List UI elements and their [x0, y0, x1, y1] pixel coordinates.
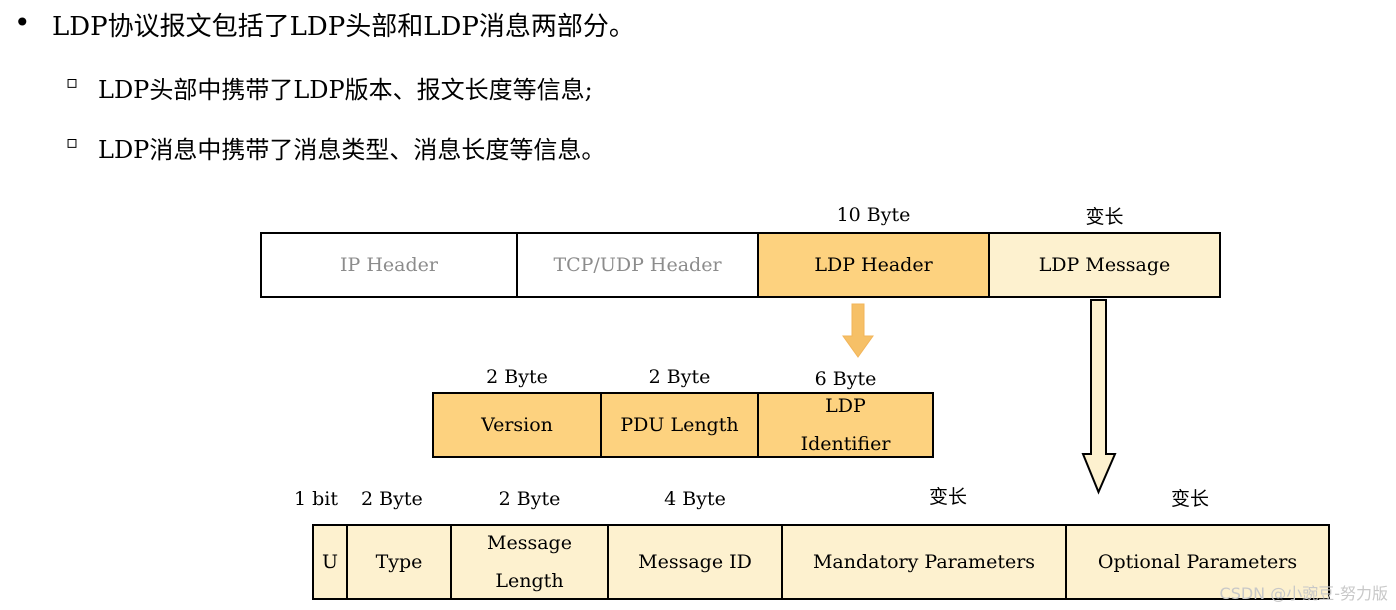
ldp-message-size-label: 变长 — [1085, 206, 1124, 228]
bullet-sub1-text: LDP头部中携带了LDP版本、报文长度等信息; — [98, 76, 593, 104]
csdn-watermark: CSDN @小豌豆-努力版 — [1219, 584, 1388, 603]
divider — [346, 526, 348, 598]
header-frame — [432, 392, 934, 458]
divider — [600, 394, 602, 456]
down-arrow-icon — [1081, 299, 1117, 495]
tcp-udp-header-field: TCP/UDP Header — [518, 234, 757, 296]
sub-bullet-marker: ▫ — [66, 72, 79, 93]
divider — [757, 234, 759, 296]
mandatory-parameters-field: Mandatory Parameters — [783, 526, 1065, 598]
divider — [1065, 526, 1067, 598]
message-id-field: Message ID — [609, 526, 781, 598]
message-frame — [312, 524, 1330, 600]
divider — [781, 526, 783, 598]
type-field: Type — [348, 526, 450, 598]
optional-parameters-field: Optional Parameters — [1067, 526, 1328, 598]
bullet-main-text: LDP协议报文包括了LDP头部和LDP消息两部分。 — [52, 12, 635, 42]
u-bit-field: U — [314, 526, 346, 598]
u-size-label: 1 bit — [294, 488, 339, 510]
divider — [988, 234, 990, 296]
pdu-length-field: PDU Length — [602, 394, 757, 456]
sub-bullet-marker: ▫ — [66, 132, 79, 153]
type-size-label: 2 Byte — [361, 488, 423, 510]
message-length-size-label: 2 Byte — [498, 488, 561, 510]
divider — [607, 526, 609, 598]
mandatory-size-label: 变长 — [928, 486, 967, 508]
message-length-line1: Message — [487, 532, 572, 554]
message-id-size-label: 4 Byte — [664, 488, 726, 510]
ip-header-field: IP Header — [262, 234, 516, 296]
divider — [450, 526, 452, 598]
version-field: Version — [434, 394, 600, 456]
ldp-identifier-line1: LDP — [825, 395, 866, 417]
ldp-message-field: LDP Message — [990, 234, 1219, 296]
divider — [516, 234, 518, 296]
ldp-identifier-line2: Identifier — [800, 433, 891, 455]
ldp-header-field: LDP Header — [759, 234, 988, 296]
message-length-line2: Length — [495, 570, 564, 592]
packet-frame — [260, 232, 1221, 298]
version-size-label: 2 Byte — [486, 366, 548, 388]
message-length-field: Message Length — [452, 526, 607, 598]
ldp-identifier-size-label: 6 Byte — [814, 368, 877, 390]
ldp-identifier-field: LDP Identifier — [759, 394, 932, 456]
bullet-marker: • — [14, 6, 31, 39]
bullet-sub2-text: LDP消息中携带了消息类型、消息长度等信息。 — [98, 136, 606, 164]
ldp-header-size-label: 10 Byte — [836, 204, 911, 226]
optional-size-label: 变长 — [1170, 488, 1209, 510]
down-arrow-icon — [842, 303, 874, 358]
divider — [757, 394, 759, 456]
pdu-length-size-label: 2 Byte — [648, 366, 711, 388]
